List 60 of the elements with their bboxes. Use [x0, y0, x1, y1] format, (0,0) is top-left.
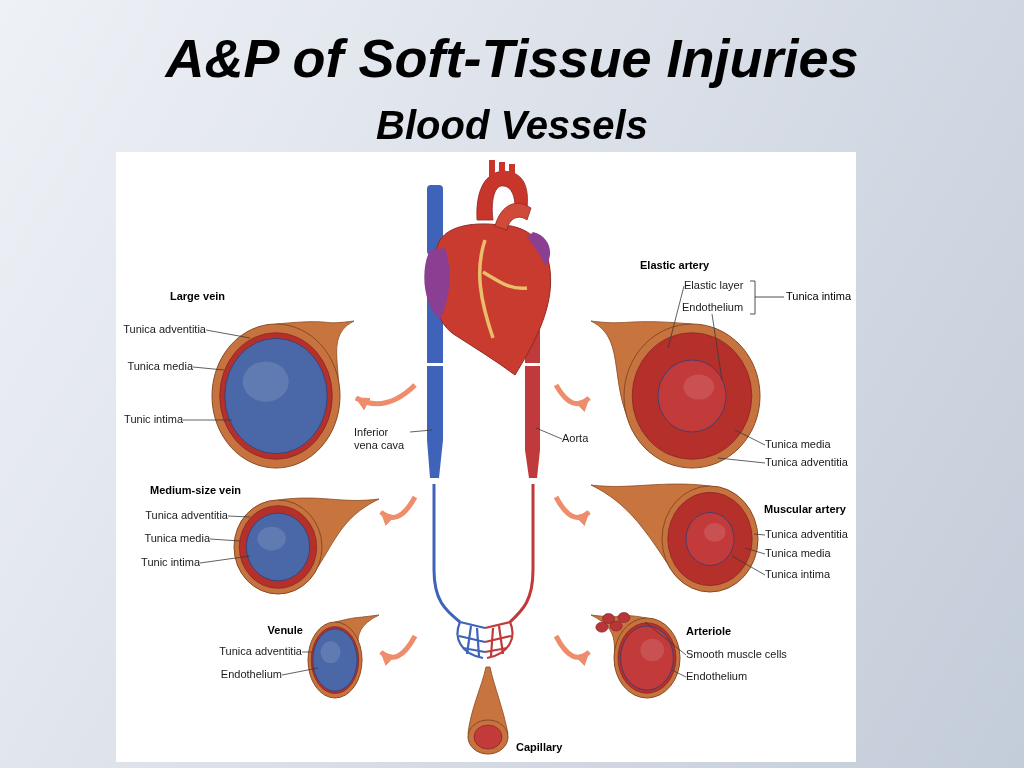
- part-label: Inferior vena cava: [354, 426, 410, 452]
- arteriole-cross-section-drawing: [590, 612, 682, 700]
- artery-cross-section-drawing: [590, 482, 760, 594]
- part-label: Tunica adventitia: [123, 323, 206, 336]
- leader-line: [199, 555, 251, 564]
- vessel-name: Elastic artery: [640, 259, 710, 272]
- part-label: Tunica adventitia: [765, 456, 848, 469]
- leader-line: [182, 419, 233, 421]
- leader-line: [227, 515, 251, 518]
- leader-line: [644, 621, 687, 656]
- curved-arrow: [553, 495, 591, 526]
- vein-cross-section-drawing: [210, 318, 355, 470]
- part-label: Endothelium: [220, 668, 282, 681]
- curved-arrow: [354, 383, 417, 410]
- leader-line: [192, 366, 225, 371]
- leader-line: [711, 313, 723, 381]
- leader-line: [301, 651, 313, 653]
- leader-line: [535, 427, 563, 440]
- leader-line: [753, 533, 766, 536]
- part-label: Tunica intima: [786, 290, 851, 303]
- vessel-name: Medium-size vein: [150, 484, 242, 497]
- leader-line: [671, 669, 687, 678]
- part-label: Tunica media: [144, 532, 210, 545]
- part-label: Tunica adventitia: [765, 528, 848, 541]
- vessel-name: Arteriole: [686, 625, 732, 638]
- leader-line: [281, 667, 319, 676]
- vein-cross-section-drawing: [232, 496, 380, 596]
- leader-line: [409, 429, 433, 433]
- vessel-name: Capillary: [515, 741, 563, 755]
- leader-line: [717, 457, 766, 464]
- leader-line: [205, 329, 251, 339]
- slide-subtitle: Blood Vessels: [375, 102, 649, 148]
- leader-line: [744, 547, 766, 555]
- leader-line: [731, 555, 766, 576]
- leader-line: [209, 538, 241, 542]
- artery-cross-section-drawing: [590, 318, 762, 470]
- part-label: Tunica media: [765, 547, 831, 560]
- part-label: Endothelium: [686, 670, 748, 683]
- vessel-name: Venule: [267, 624, 303, 637]
- leader-line: [734, 429, 766, 446]
- curved-arrow: [379, 634, 418, 666]
- part-label: Tunic intima: [141, 556, 200, 569]
- part-label: Aorta: [562, 432, 589, 445]
- vessel-name: Muscular artery: [764, 503, 846, 516]
- part-label: Tunic intima: [124, 413, 183, 426]
- part-label: Tunica media: [765, 438, 831, 451]
- part-label: Elastic layer: [684, 279, 744, 292]
- leader-line: [667, 285, 685, 349]
- part-label: Endothelium: [682, 301, 744, 314]
- curved-arrow: [379, 495, 418, 526]
- venule-cross-section-drawing: [306, 612, 380, 700]
- part-label: Tunica media: [127, 360, 193, 373]
- part-label: Tunica adventitia: [219, 645, 302, 658]
- curved-arrow: [553, 383, 591, 412]
- curved-arrow: [553, 634, 591, 666]
- part-label: Tunica intima: [765, 568, 830, 581]
- slide-title: A&P of Soft-Tissue Injuries: [163, 28, 860, 88]
- part-label: Tunica adventitia: [145, 509, 228, 522]
- part-label: Smooth muscle cells: [686, 648, 787, 661]
- vessel-name: Large vein: [170, 290, 226, 303]
